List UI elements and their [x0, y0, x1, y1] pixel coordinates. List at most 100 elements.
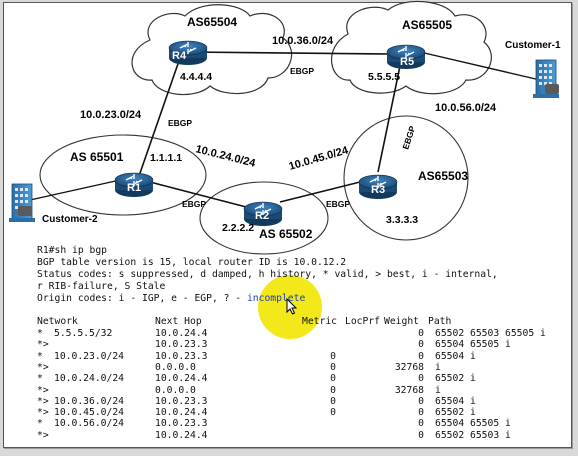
router-r1-label: R1: [127, 182, 141, 194]
bgp-cell-status: *>: [37, 395, 49, 407]
bgp-cell-metric: 0: [330, 373, 336, 385]
link-r5-customer1: [419, 51, 541, 81]
bgp-table-version-line: BGP table version is 15, local router ID…: [37, 257, 347, 268]
bgp-cell-path: 65502 i: [435, 407, 476, 419]
bgp-cell-weight: 0: [418, 328, 424, 339]
as65502-label: AS 65502: [259, 227, 313, 241]
origin-codes-incomplete: incomplete: [246, 293, 306, 304]
bgp-cell-status: *: [37, 418, 43, 430]
bgp-cell-status: *: [37, 350, 43, 362]
link-r1-r2: [149, 181, 251, 209]
cli-command: R1#sh ip bgp: [37, 245, 107, 256]
mouse-cursor-icon: [286, 298, 298, 315]
router-r4-ip: 4.4.4.4: [180, 71, 212, 83]
bgp-cell-path: 65504 65505 i: [435, 339, 511, 351]
link-r1-customer2: [29, 179, 121, 201]
as65505-label: AS65505: [402, 18, 452, 32]
link-r2-r3: [279, 181, 361, 203]
bgp-cell-next-hop: 10.0.24.4: [155, 373, 208, 385]
origin-codes-prefix: Origin codes: i - IGP, e - EGP, ? -: [37, 293, 247, 304]
bgp-cell-network: 10.0.45.0/24: [54, 407, 124, 419]
bgp-cell-network: 10.0.24.0/24: [54, 373, 124, 385]
bgp-cell-weight: 0: [418, 407, 424, 419]
link-r4-r5-type: EBGP: [290, 66, 314, 76]
link-r4-r5-network: 10.0.36.0/24: [272, 35, 334, 47]
bgp-cell-metric: 0: [330, 384, 336, 396]
link-r1-r4-type: EBGP: [168, 118, 192, 128]
col-network-header: Network: [37, 316, 78, 327]
bgp-cell-next-hop: 10.0.23.3: [155, 418, 208, 430]
bgp-cell-path: 65502 65503 i: [435, 429, 511, 441]
router-r3-ip: 3.3.3.3: [386, 214, 418, 226]
link-r4-r5: [187, 51, 389, 55]
bgp-cell-weight: 32768: [394, 361, 424, 373]
link-r3-r5-network: 10.0.56.0/24: [435, 102, 497, 114]
bgp-cell-path: i: [435, 361, 441, 373]
router-r5-label: R5: [400, 56, 414, 68]
bgp-cell-network: 10.0.36.0/24: [54, 395, 124, 407]
bgp-cell-network: 10.0.23.0/24: [54, 350, 124, 362]
bgp-cell-metric: 0: [330, 350, 336, 362]
link-r1-r2-type: EBGP: [182, 199, 206, 209]
router-r2-label: R2: [255, 210, 269, 222]
bgp-cell-next-hop: 0.0.0.0: [155, 384, 196, 396]
status-codes-cont-line: r RIB-failure, S Stale: [37, 281, 166, 292]
router-r1-ip: 1.1.1.1: [150, 152, 182, 164]
router-r2-ip: 2.2.2.2: [222, 222, 254, 234]
bgp-cell-weight: 32768: [394, 384, 424, 396]
as65504-label: AS65504: [187, 15, 237, 29]
bgp-cell-weight: 0: [418, 339, 424, 351]
bgp-cell-path: 65502 65503 65505 i: [435, 328, 546, 339]
status-codes-line: Status codes: s suppressed, d damped, h …: [37, 269, 498, 280]
link-r1-r4-network: 10.0.23.0/24: [80, 109, 142, 121]
bgp-cell-status: *: [37, 328, 43, 339]
bgp-cell-next-hop: 10.0.23.3: [155, 395, 208, 407]
link-r3-r5: [377, 65, 401, 173]
router-r3-label: R3: [371, 184, 385, 196]
router-r5-ip: 5.5.5.5: [368, 71, 400, 83]
bgp-cell-status: *>: [37, 407, 49, 419]
customer2-router-icon: [18, 206, 32, 216]
terminal-output: R1#sh ip bgp BGP table version is 15, lo…: [0, 240, 578, 456]
as65503-boundary: [343, 115, 469, 241]
customer2-label: Customer-2: [42, 214, 98, 225]
bgp-cell-status: *>: [37, 384, 49, 396]
link-r3-r5-type: EBGP: [400, 124, 417, 150]
bgp-cell-next-hop: 10.0.24.4: [155, 407, 208, 419]
as65503-label: AS65503: [418, 169, 468, 183]
bgp-cell-next-hop: 10.0.23.3: [155, 350, 208, 362]
bgp-cell-network: 5.5.5.5/32: [54, 328, 113, 339]
bgp-cell-next-hop: 10.0.23.3: [155, 339, 208, 351]
bgp-cell-metric: 0: [330, 395, 336, 407]
bgp-cell-weight: 0: [418, 350, 424, 362]
link-r1-r4: [138, 57, 181, 177]
col-locprf-header: LocPrf: [345, 316, 380, 327]
bgp-cell-weight: 0: [418, 395, 424, 407]
bgp-cell-status: *>: [37, 429, 49, 441]
bgp-cell-weight: 0: [418, 429, 424, 441]
bgp-cell-next-hop: 10.0.24.4: [155, 429, 208, 441]
col-weight-header: Weight: [384, 316, 419, 327]
bgp-cell-next-hop: 10.0.24.4: [155, 328, 208, 339]
bgp-cell-status: *>: [37, 339, 49, 351]
bgp-cell-weight: 0: [418, 418, 424, 430]
router-r4-label: R4: [172, 50, 187, 62]
customer1-label: Customer-1: [505, 40, 561, 51]
col-metric-header: Metric: [302, 316, 337, 327]
bgp-cell-path: i: [435, 384, 441, 396]
bgp-cell-path: 65504 i: [435, 350, 476, 362]
as65501-boundary: [39, 134, 207, 216]
as65502-boundary: [199, 181, 329, 255]
bgp-cell-metric: 0: [330, 361, 336, 373]
bgp-cell-weight: 0: [418, 373, 424, 385]
bgp-cell-path: 65502 i: [435, 373, 476, 385]
bgp-cell-status: *: [37, 373, 43, 385]
link-r2-r3-type: EBGP: [326, 199, 350, 209]
customer2-building-icon: [9, 183, 35, 223]
customer1-router-icon: [545, 84, 559, 94]
bgp-cell-metric: 0: [330, 407, 336, 419]
origin-codes-line: Origin codes: i - IGP, e - EGP, ? - inco…: [37, 293, 305, 305]
bgp-cell-next-hop: 0.0.0.0: [155, 361, 196, 373]
